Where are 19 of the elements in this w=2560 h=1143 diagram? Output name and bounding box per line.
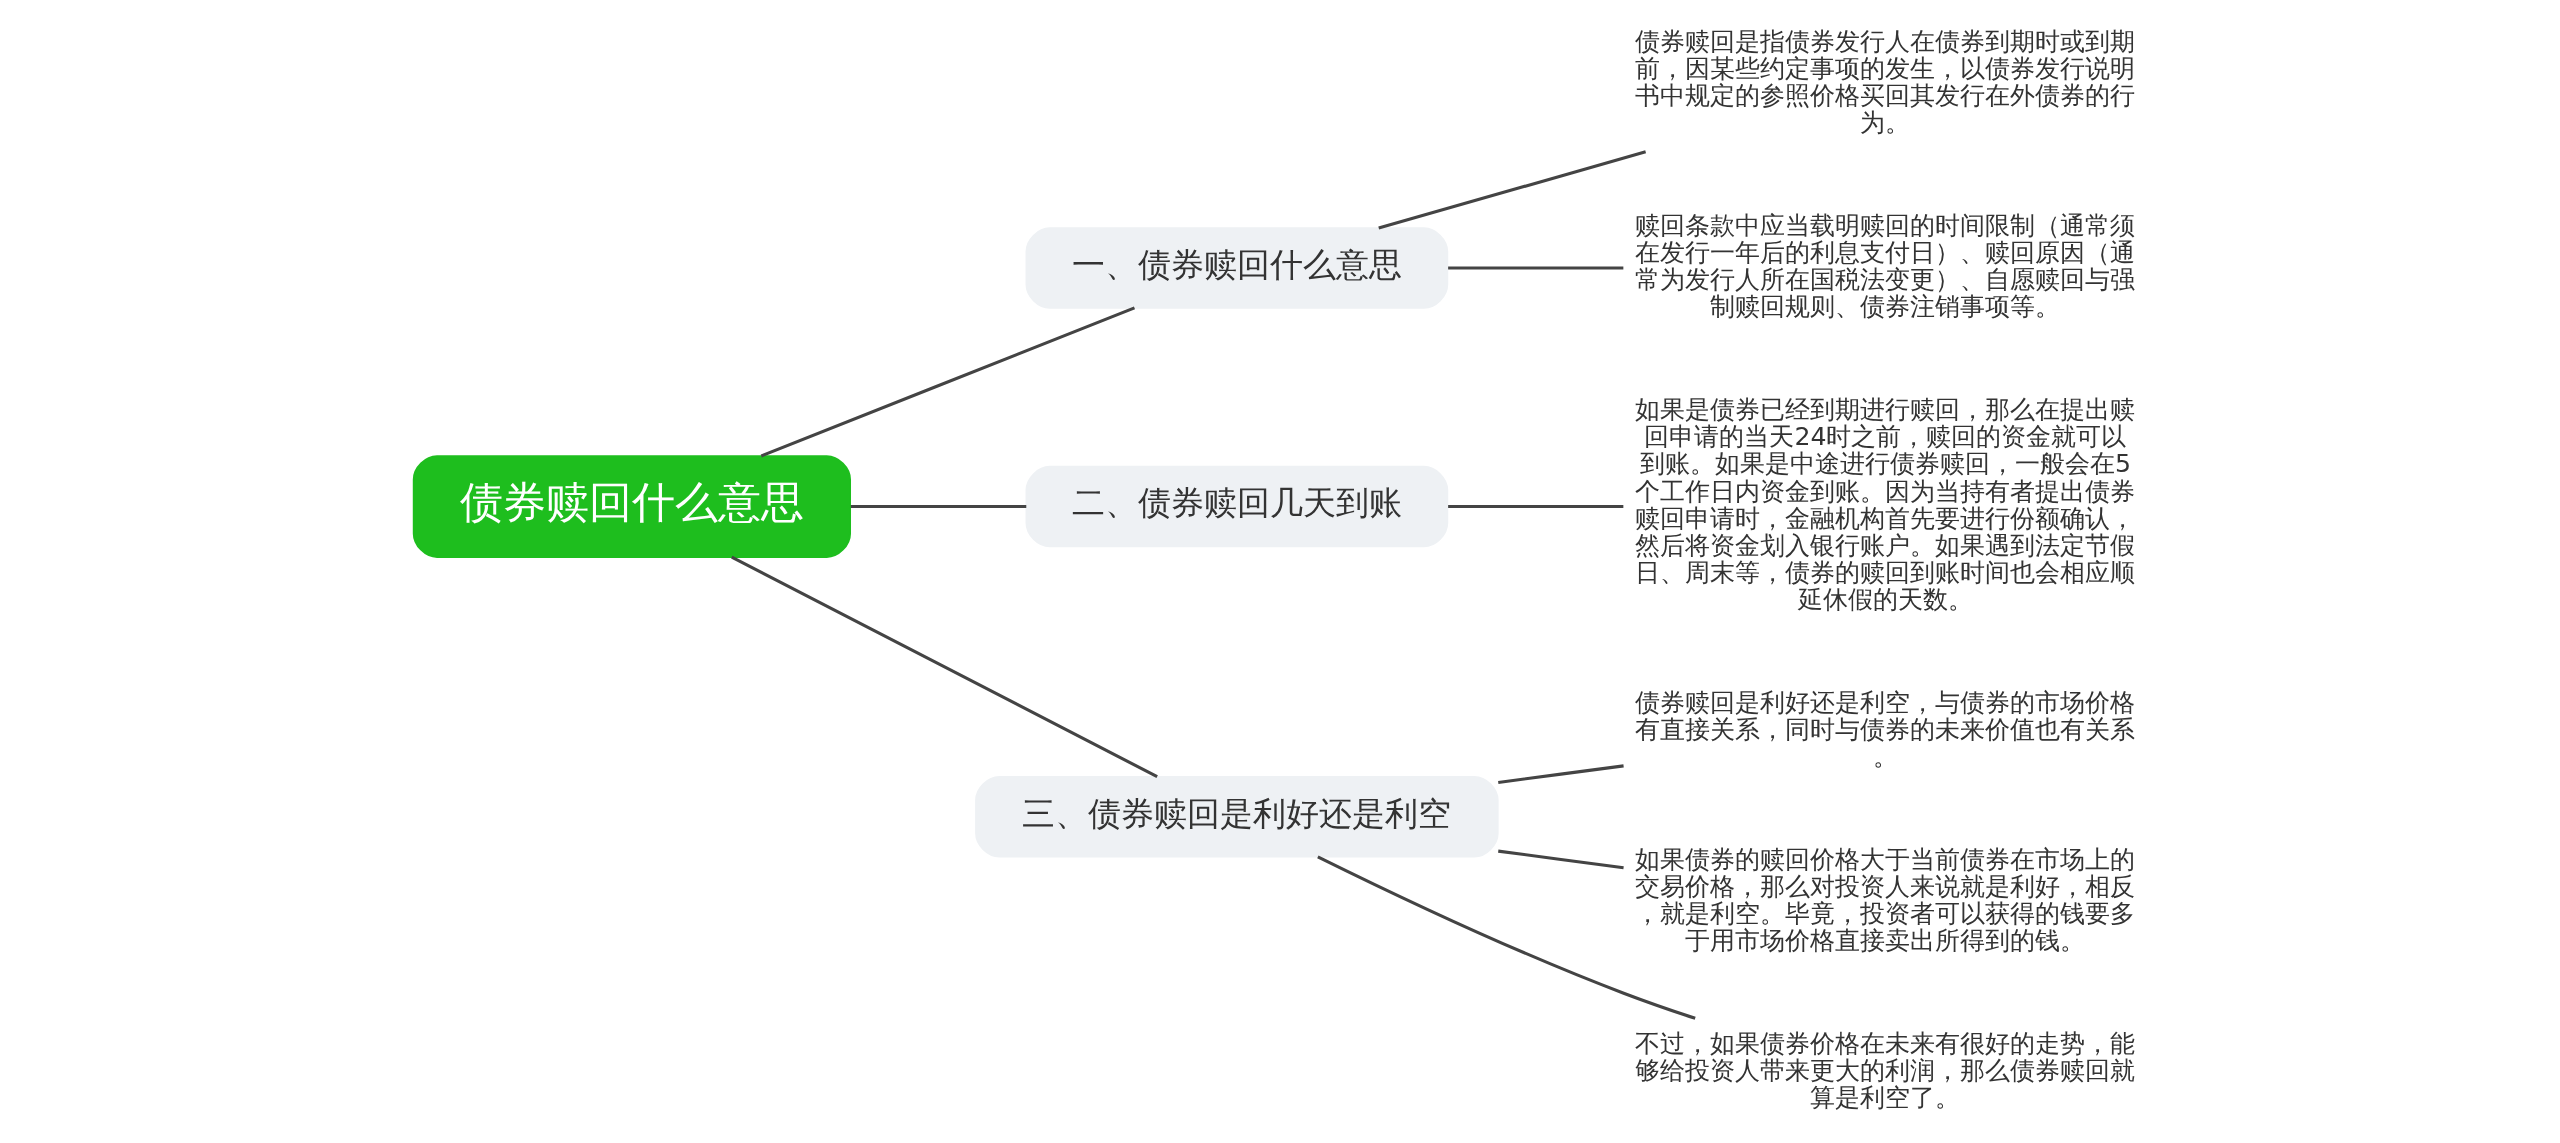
connector	[1316, 855, 1696, 1020]
node-box: 债券赎回什么意思	[412, 455, 851, 558]
connector	[1447, 266, 1623, 270]
node-text: 不过，如果债券价格在未来有很好的走势，能够给投资人带来更大的利润，那么债券赎回就算是利空了。	[1634, 1029, 2135, 1113]
node-text: 如果债券的赎回价格大于当前债券在市场上的交易价格，那么对投资人来说就是利好，相反，就是利空。毕竟，投资者可以获得的钱要多于用市场价格直接卖出所得到的钱。	[1634, 844, 2135, 956]
node-box: 三、债券赎回是利好还是利空	[974, 776, 1499, 858]
connector	[1377, 150, 1646, 230]
node-text: 债券赎回是利好还是利空，与债券的市场价格有直接关系，同时与债券的未来价值也有关系。	[1634, 687, 2135, 772]
connector	[1497, 849, 1624, 870]
node-box: 一、债券赎回什么意思	[1025, 227, 1448, 309]
connector	[1447, 505, 1623, 509]
node-text: 如果是债券已经到期进行赎回，那么在提出赎回申请的当天24时之前，赎回的资金就可以到账。如果是中途进行债券赎回，一般会在5个工作日内资金到账。因为当持有者提出债券赎回申请时，金融机构首先要进行份额确认，然后将资金划入银行账户。如果遇到法定节假日、周末等，债券的赎回到账时间也会相应顺延休假的天数。	[1634, 395, 2135, 615]
node-text: 债券赎回是指债券发行人在债券到期时或到期前，因某些约定事项的发生，以债券发行说明书中规定的参照价格买回其发行在外债券的行为。	[1634, 26, 2135, 138]
node-text: 赎回条款中应当载明赎回的时间限制（通常须在发行一年后的利息支付日）、赎回原因（通常为发行人所在国税法变更）、自愿赎回与强制赎回规则、债券注销事项等。	[1634, 210, 2135, 322]
connector	[760, 306, 1135, 458]
connector	[1497, 764, 1624, 784]
connector	[730, 555, 1158, 779]
node-box: 二、债券赎回几天到账	[1025, 465, 1448, 548]
connector	[850, 505, 1026, 509]
